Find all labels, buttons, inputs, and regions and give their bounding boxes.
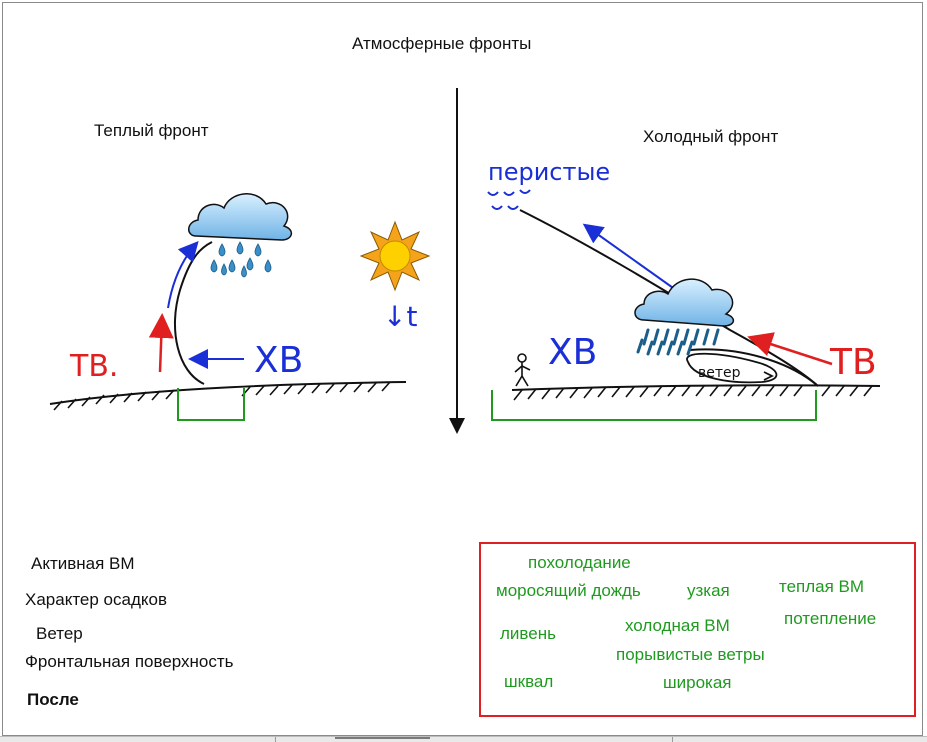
temperature-drop-label: ↓t — [383, 300, 417, 333]
question-active-air-mass: Активная ВМ — [31, 554, 135, 573]
cold-front-warm-air-label: ТВ — [829, 342, 877, 383]
answer-option[interactable]: моросящий дождь — [496, 581, 641, 600]
answer-option[interactable]: потепление — [784, 609, 877, 628]
question-precipitation-type: Характер осадков — [25, 590, 168, 609]
person-icon — [514, 353, 531, 387]
answer-option[interactable]: теплая ВМ — [779, 577, 865, 596]
cold-front-title: Холодный фронт — [643, 127, 779, 146]
cirrus-label: перистые — [488, 158, 610, 186]
warm-front-title: Теплый фронт — [94, 121, 209, 140]
wind-swirl-icon — [686, 352, 778, 384]
question-wind: Ветер — [36, 624, 83, 643]
warm-front-cold-air-label: ХВ — [254, 340, 303, 381]
question-after: После — [27, 690, 79, 709]
sun-icon — [359, 220, 431, 292]
warm-front-warm-air-label: ТВ. — [69, 349, 118, 384]
answer-option[interactable]: порывистые ветры — [616, 645, 765, 664]
cold-front-warm-air-arrow — [747, 332, 833, 366]
warm-air-arrow — [148, 313, 174, 373]
wind-label: ветер — [698, 365, 741, 381]
answer-option[interactable]: шквал — [504, 672, 554, 691]
warm-front-surface — [173, 241, 213, 385]
warm-rain-drops — [210, 241, 272, 278]
warm-cloud-icon — [188, 193, 293, 241]
cold-front-cold-air-label: ХВ — [548, 332, 597, 373]
question-frontal-surface: Фронтальная поверхность — [25, 652, 234, 671]
cold-wedge-curve — [689, 348, 819, 387]
answer-option[interactable]: широкая — [663, 673, 732, 692]
cirrus-clouds-icon — [487, 189, 531, 210]
answer-option[interactable]: холодная ВМ — [625, 616, 730, 635]
warm-ground — [49, 381, 407, 411]
answer-option[interactable]: похолодание — [528, 553, 631, 572]
cold-cloud-icon — [634, 278, 735, 327]
cold-rising-arrow — [582, 223, 677, 291]
cold-rain-streaks — [636, 328, 720, 356]
cold-ground — [511, 384, 881, 401]
slide-title: Атмосферные фронты — [352, 34, 532, 53]
cold-zone-bracket — [491, 390, 817, 421]
answer-option[interactable]: узкая — [687, 581, 730, 600]
answer-options-box — [479, 542, 916, 717]
answer-option[interactable]: ливень — [500, 624, 556, 643]
bottom-scroll-strip — [0, 736, 927, 742]
warm-zone-bracket — [177, 388, 245, 421]
warm-rising-arrow — [167, 241, 199, 309]
